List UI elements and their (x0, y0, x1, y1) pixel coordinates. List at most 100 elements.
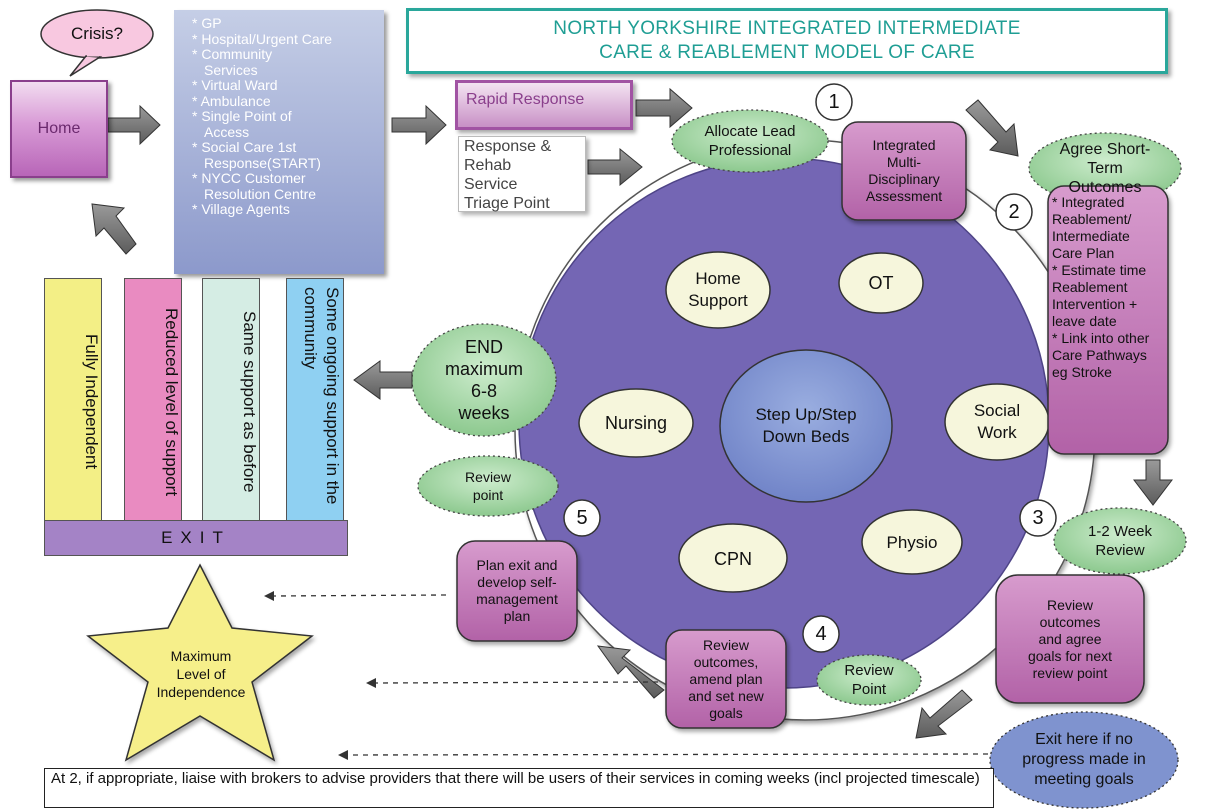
referral-sources-box: GP Hospital/Urgent Care Community Servic… (174, 10, 384, 274)
list-item: Hospital/Urgent Care (201, 31, 344, 48)
assessment-line: Disciplinary (868, 171, 940, 187)
care-plan-line: * Link into other (1052, 330, 1150, 346)
outcome-label: Reduced level of support (162, 307, 181, 497)
allocate-line-1: Allocate Lead (704, 123, 796, 140)
week-review-line: Review (1095, 542, 1145, 559)
crisis-label: Crisis? (71, 24, 123, 43)
nursing-label: Nursing (604, 412, 668, 433)
home-support-line: Home (695, 269, 741, 288)
allocate-oval (671, 109, 829, 173)
list-item: Village Agents (201, 201, 384, 218)
arrow-outcomes-to-home (91, 203, 137, 255)
care-plan-line: Intervention + (1052, 296, 1138, 312)
end-label: END maximum 6-8 weeks (424, 334, 544, 426)
review-point-5-label: Review point (430, 466, 546, 506)
review-amend-label: Review outcomes, amend plan and set new … (666, 634, 786, 724)
referral-sources-list: GP Hospital/Urgent Care Community Servic… (174, 10, 384, 218)
end-line: maximum (444, 359, 523, 379)
social-work-line: Social (973, 401, 1021, 420)
review-line: and agree (1038, 630, 1102, 647)
review-line: goals for next (1027, 647, 1113, 664)
list-item: Virtual Ward (201, 77, 384, 94)
outcome-label: Fully Independent (82, 334, 101, 470)
review-line: outcomes (1039, 613, 1101, 630)
centre-line: Down Beds (762, 427, 850, 446)
list-item: Single Point of Access (201, 108, 334, 140)
list-item: Social Care 1st Response(START) (201, 139, 374, 171)
exit-bar: EXIT (44, 520, 348, 556)
list-item: NYCC Customer Resolution Centre (201, 170, 374, 202)
step-3-circle (1019, 499, 1057, 537)
plan-exit-label: Plan exit and develop self- management p… (457, 548, 577, 634)
assessment-line: Assessment (865, 188, 943, 204)
assessment-box (841, 121, 967, 221)
outcome-reduced-support: Reduced level of support (124, 278, 182, 522)
list-item: Ambulance (201, 93, 384, 110)
review-line: Review (1047, 596, 1093, 613)
care-plan-line: * Integrated (1052, 194, 1125, 210)
star-label: Maximum Level of Independence (140, 644, 262, 704)
plan-exit-box (456, 540, 578, 642)
outcome-same-support: Same support as before (202, 278, 260, 522)
care-plan-line: eg Stroke (1052, 364, 1112, 380)
step-4-label: 4 (815, 622, 827, 645)
list-item: Community Services (201, 46, 314, 78)
review-amend-line: outcomes, (693, 653, 759, 670)
star-line: Independence (156, 684, 246, 700)
arrow-end-to-outcomes (353, 360, 413, 400)
care-plan-line: Care Pathways (1052, 347, 1147, 363)
ot-oval (838, 252, 924, 314)
independence-star (86, 563, 314, 762)
step-1-label: 1 (828, 90, 840, 113)
cpn-label: CPN (713, 548, 752, 569)
arrow-to-week-review (1132, 459, 1174, 506)
arrow-to-agree (965, 99, 1019, 157)
exit-here-oval (989, 711, 1179, 809)
assessment-label: Integrated Multi- Disciplinary Assessmen… (842, 128, 966, 214)
title-line-1: NORTH YORKSHIRE INTEGRATED INTERMEDIATE (553, 18, 1021, 39)
star-line: Level of (176, 666, 226, 682)
exit-here-line: Exit here if no (1035, 731, 1133, 748)
star-line: Maximum (170, 648, 232, 664)
review-point-line: Point (851, 681, 887, 698)
step-2-circle (995, 193, 1033, 231)
dashed-exit-here-to-star (345, 753, 989, 756)
review-outcomes-3-box (995, 574, 1145, 704)
plan-exit-line: develop self- (477, 574, 557, 590)
home-support-line: Support (688, 291, 748, 310)
home-support-oval (665, 251, 771, 329)
exit-here-label: Exit here if no progress made in meeting… (1000, 726, 1168, 794)
step-2-label: 2 (1008, 200, 1020, 223)
social-work-line: Work (977, 423, 1017, 442)
care-plan-box (1047, 185, 1169, 455)
review-amend-line: amend plan (689, 670, 763, 687)
assessment-line: Multi- (886, 154, 922, 170)
week-review-oval (1053, 507, 1187, 575)
exit-here-line: progress made in (1022, 751, 1146, 768)
triage-line: Rehab (464, 157, 512, 174)
review-point-5-oval (417, 455, 559, 517)
triage-box: Response & Rehab Service Triage Point (458, 136, 586, 212)
review-amend-line: and set new (688, 687, 764, 704)
step-1-circle (815, 83, 853, 121)
review-point-line: Review (465, 469, 511, 485)
social-work-label: Social Work (946, 398, 1048, 446)
list-item: GP (201, 15, 384, 32)
allocate-label: Allocate Lead Professional (680, 118, 820, 164)
review-outcomes-3-label: Review outcomes and agree goals for next… (996, 585, 1144, 693)
triage-line: Response & (464, 138, 552, 155)
arrow-sources-to-rapid (391, 104, 447, 146)
step-up-down-oval (719, 349, 893, 503)
plan-exit-line: plan (503, 608, 531, 624)
week-review-label: 1-2 Week Review (1060, 520, 1180, 562)
title-line-2: CARE & REABLEMENT MODEL OF CARE (599, 42, 975, 63)
care-plan-text: * Integrated Reablement/ Intermediate Ca… (1052, 194, 1158, 381)
care-plan-line: Reablement/ (1052, 211, 1132, 227)
dashed-review-to-star (373, 681, 659, 684)
page-title: NORTH YORKSHIRE INTEGRATED INTERMEDIATE … (406, 8, 1168, 74)
outcome-label: Same support as before (240, 311, 259, 493)
agree-line: Outcomes (1068, 178, 1142, 196)
step-5-circle (563, 499, 601, 537)
ot-label: OT (868, 272, 894, 293)
